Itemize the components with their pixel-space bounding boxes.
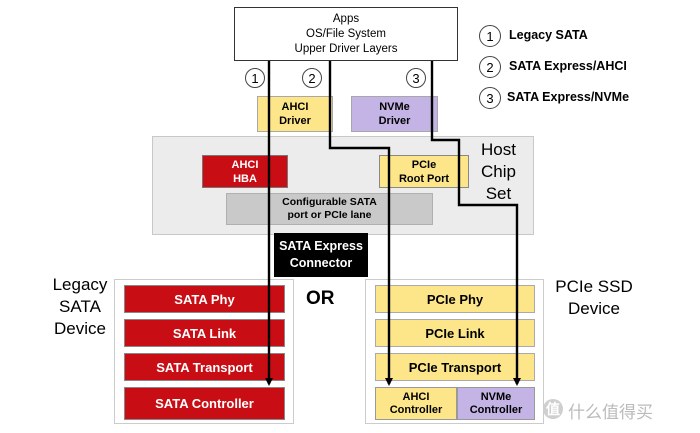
- nvme-driver-box: NVMe Driver: [351, 96, 438, 132]
- ahci-hba-box: AHCI HBA: [202, 155, 288, 188]
- host-label-line-2: Chip: [481, 162, 516, 181]
- sata-express-connector: SATA Express Connector: [274, 233, 368, 277]
- ahci-driver-line-1: AHCI: [281, 101, 309, 113]
- ahci-controller-line-2: Controller: [389, 403, 443, 416]
- nvme-controller-line-1: NVMe: [480, 390, 512, 403]
- legend-number-3: 3: [479, 87, 501, 109]
- legacy-label-line-3: Device: [54, 319, 106, 338]
- host-label-line-1: Host: [481, 140, 516, 159]
- sata-controller-layer: SATA Controller: [124, 387, 285, 420]
- apps-line-3: Upper Driver Layers: [294, 42, 398, 55]
- ahci-driver-line-2: Driver: [279, 115, 311, 127]
- nvme-controller-box: NVMe Controller: [457, 387, 535, 420]
- pcie-root-port-box: PCIe Root Port: [379, 155, 469, 188]
- pcie-label-line-2: Device: [568, 299, 620, 318]
- path-number-3: 3: [406, 68, 426, 88]
- pcie-label-line-1: PCIe SSD: [555, 277, 633, 296]
- root-port-line-1: PCIe: [411, 158, 437, 171]
- path-number-1: 1: [245, 68, 265, 88]
- ahci-hba-line-2: HBA: [233, 172, 257, 185]
- legacy-label-line-1: Legacy: [52, 275, 108, 294]
- pcie-link-layer: PCIe Link: [375, 319, 535, 347]
- or-label: OR: [306, 288, 335, 309]
- apps-stack-box: Apps OS/File System Upper Driver Layers: [234, 7, 458, 61]
- root-port-line-2: Root Port: [398, 172, 450, 185]
- apps-line-2: OS/File System: [306, 27, 386, 40]
- pcie-transport-layer: PCIe Transport: [375, 353, 535, 381]
- watermark-logo-icon: 值: [543, 399, 563, 419]
- apps-line-1: Apps: [332, 12, 360, 25]
- pcie-phy-layer: PCIe Phy: [375, 285, 535, 313]
- sata-phy-layer: SATA Phy: [124, 285, 285, 313]
- ahci-hba-line-1: AHCI: [231, 158, 259, 171]
- host-chipset-label: Host Chip Set: [481, 139, 516, 205]
- connector-line-1: SATA Express: [279, 239, 363, 253]
- legend-number-1: 1: [479, 25, 501, 47]
- nvme-controller-line-2: Controller: [469, 403, 523, 416]
- legend-label-legacy-sata: Legacy SATA: [509, 28, 588, 42]
- path-3-nvme-line: [430, 61, 521, 386]
- ahci-controller-line-1: AHCI: [402, 390, 430, 403]
- configurable-port-box: Configurable SATA port or PCIe lane: [226, 193, 433, 225]
- watermark-text: 什么值得买: [568, 403, 653, 422]
- host-label-line-3: Set: [485, 184, 512, 203]
- pcie-ssd-device-label: PCIe SSD Device: [548, 276, 640, 320]
- legend-label-sata-express-nvme: SATA Express/NVMe: [507, 90, 630, 104]
- sata-link-layer: SATA Link: [124, 319, 285, 347]
- configurable-line-1: Configurable SATA: [282, 196, 377, 208]
- path-number-2: 2: [302, 68, 322, 88]
- configurable-line-2: port or PCIe lane: [287, 209, 372, 221]
- ahci-controller-box: AHCI Controller: [375, 387, 457, 420]
- nvme-driver-line-1: NVMe: [379, 101, 410, 113]
- legacy-sata-device-label: Legacy SATA Device: [44, 274, 116, 340]
- legacy-label-line-2: SATA: [59, 297, 101, 316]
- legend-label-sata-express-ahci: SATA Express/AHCI: [509, 59, 627, 73]
- legend-number-2: 2: [479, 56, 501, 78]
- sata-transport-layer: SATA Transport: [124, 353, 285, 381]
- connector-line-2: Connector: [289, 256, 353, 270]
- path-2-ahci-line: [328, 61, 393, 386]
- nvme-driver-line-2: Driver: [378, 115, 411, 127]
